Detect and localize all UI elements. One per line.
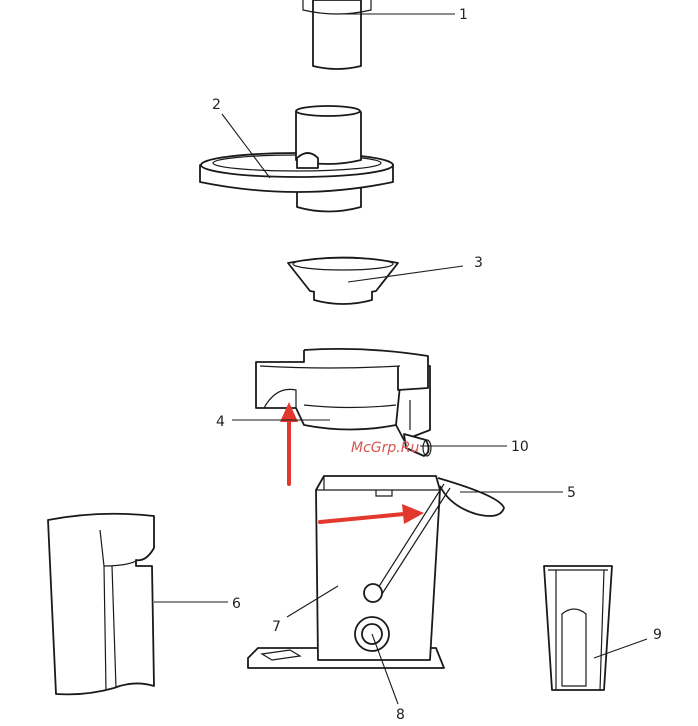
- label-8: 8: [396, 707, 405, 723]
- label-9: 9: [653, 627, 662, 643]
- label-1: 1: [459, 7, 468, 23]
- label-4: 4: [216, 414, 225, 430]
- watermark-text: McGrp.Ru: [351, 440, 419, 456]
- label-6: 6: [232, 596, 241, 612]
- part-lid: [200, 106, 393, 212]
- part-juice-collector: [256, 349, 430, 440]
- part-motor-base: [248, 476, 444, 668]
- label-3: 3: [474, 255, 483, 271]
- part-cleaning-cup: [544, 566, 612, 690]
- part-filter-basket: [288, 258, 398, 305]
- label-5: 5: [567, 485, 576, 501]
- part-juice-jug: [48, 514, 154, 695]
- label-10: 10: [511, 439, 529, 455]
- part-food-pusher: [303, 0, 371, 69]
- label-2: 2: [212, 97, 221, 113]
- label-7: 7: [272, 619, 281, 635]
